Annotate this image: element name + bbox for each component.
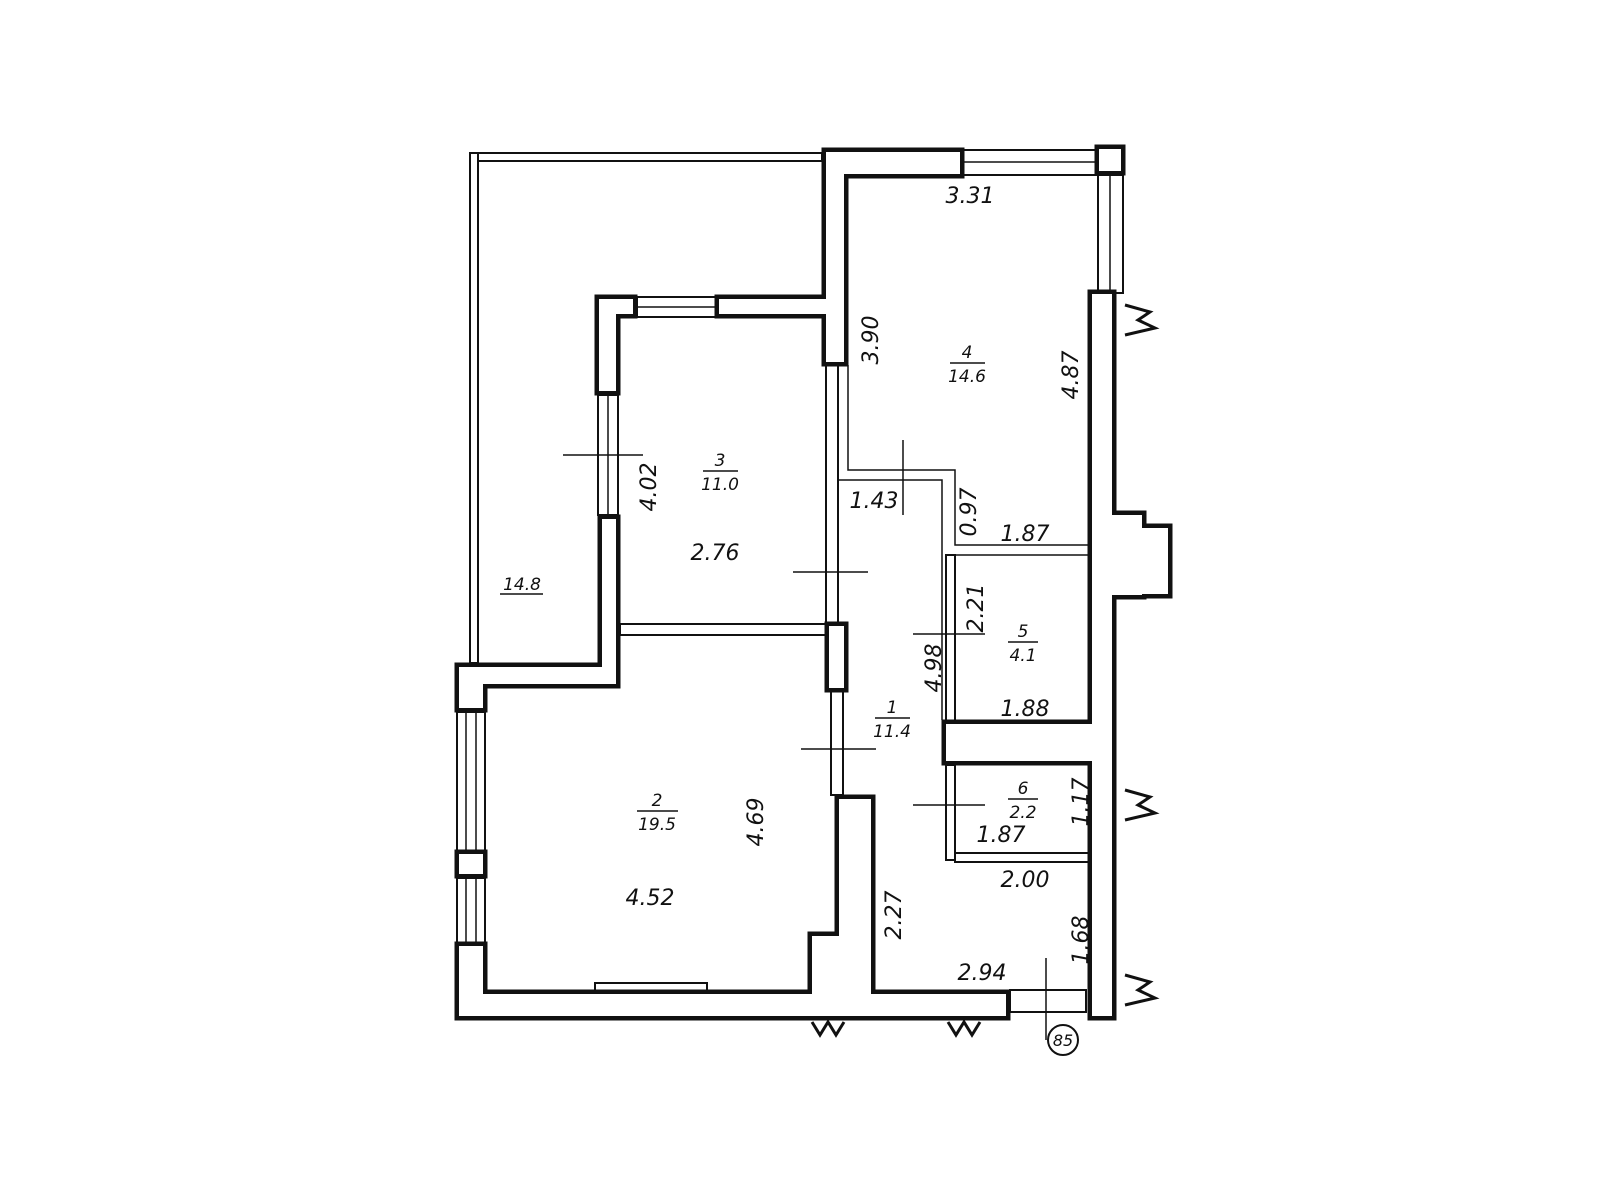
svg-text:2.76: 2.76 <box>691 541 740 566</box>
svg-text:4.87: 4.87 <box>1059 351 1084 400</box>
svg-text:2.21: 2.21 <box>964 584 989 633</box>
svg-text:3.90: 3.90 <box>859 316 884 365</box>
svg-text:2: 2 <box>652 791 663 811</box>
svg-text:14.6: 14.6 <box>948 367 986 387</box>
svg-text:1.43: 1.43 <box>850 489 899 514</box>
svg-text:2.2: 2.2 <box>1009 803 1036 823</box>
svg-text:1.17: 1.17 <box>1069 778 1094 827</box>
svg-text:1.88: 1.88 <box>1001 697 1050 722</box>
svg-text:6: 6 <box>1018 779 1029 799</box>
svg-text:0.97: 0.97 <box>957 488 982 537</box>
svg-text:4.69: 4.69 <box>744 798 769 847</box>
room-label-4: 4 14.6 <box>948 343 986 387</box>
svg-text:1.87: 1.87 <box>1001 522 1050 547</box>
svg-text:14.8: 14.8 <box>503 575 541 595</box>
room-label-6: 6 2.2 <box>1008 779 1038 823</box>
axis-marker-circle <box>1047 1024 1079 1056</box>
room-label-5: 5 4.1 <box>1008 622 1038 666</box>
wall-break-symbols <box>810 303 1160 1038</box>
svg-text:2.94: 2.94 <box>958 961 1007 986</box>
walls <box>459 149 1168 1016</box>
door-markers <box>563 440 1047 1040</box>
axis-marker: 85 <box>1053 1031 1073 1050</box>
svg-text:4.1: 4.1 <box>1009 646 1036 666</box>
svg-text:19.5: 19.5 <box>638 815 676 835</box>
dimension-labels: 3.31 3.90 4.87 4.02 2.76 1.43 0.97 1.87 … <box>626 184 1094 986</box>
svg-text:3.31: 3.31 <box>946 184 995 209</box>
svg-text:1.87: 1.87 <box>977 823 1026 848</box>
svg-text:1: 1 <box>887 698 898 718</box>
svg-text:3: 3 <box>715 451 726 471</box>
balcony-label: 14.8 <box>500 575 543 595</box>
svg-text:11.4: 11.4 <box>873 722 911 742</box>
room-label-2: 2 19.5 <box>637 791 678 835</box>
svg-text:2.00: 2.00 <box>1001 868 1050 893</box>
svg-text:4.52: 4.52 <box>626 886 675 911</box>
svg-text:4.98: 4.98 <box>922 644 947 693</box>
svg-text:4: 4 <box>962 343 973 363</box>
svg-text:5: 5 <box>1018 622 1029 642</box>
svg-text:4.02: 4.02 <box>637 463 662 512</box>
svg-text:11.0: 11.0 <box>701 475 739 495</box>
svg-text:2.27: 2.27 <box>882 891 907 940</box>
svg-text:1.68: 1.68 <box>1069 916 1094 965</box>
room-label-3: 3 11.0 <box>701 451 739 495</box>
room-label-1: 1 11.4 <box>873 698 911 742</box>
